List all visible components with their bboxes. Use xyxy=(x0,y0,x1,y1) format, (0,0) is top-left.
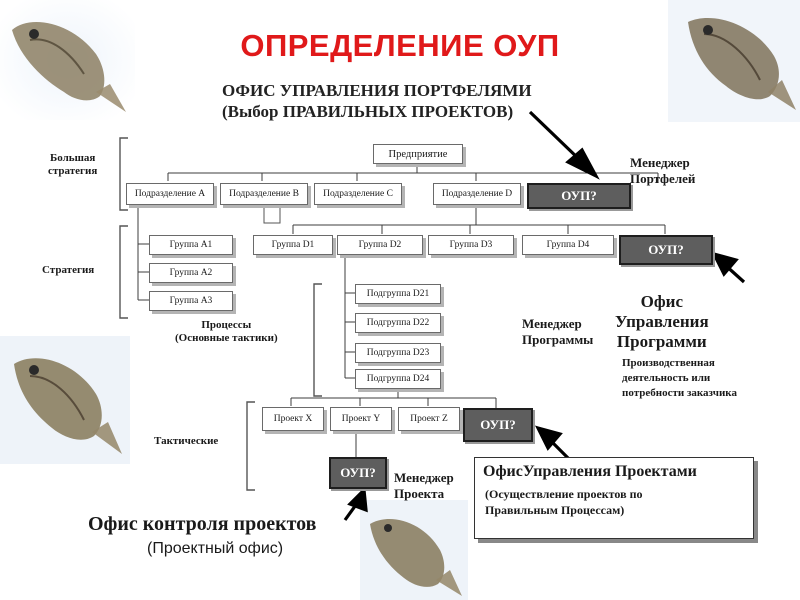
level-label-processes: Процессы (Основные тактики) xyxy=(175,319,278,344)
level-label-big-strategy: Большая стратегия xyxy=(48,152,98,177)
oup-box-program: ОУП? xyxy=(619,235,713,265)
subgroup-box-d23: Подгруппа D23 xyxy=(355,343,441,363)
oup-box-project-control: ОУП? xyxy=(329,457,387,489)
division-box-b: Подразделение B xyxy=(220,183,308,205)
level-label-strategy: Стратегия xyxy=(42,264,95,276)
project-management-office-title: ОфисУправления Проектами xyxy=(483,463,697,480)
division-box-a: Подразделение A xyxy=(126,183,214,205)
heading-line-1: ОФИС УПРАВЛЕНИЯ ПОРТФЕЛЯМИ xyxy=(222,81,532,100)
project-management-office-description: (Осуществление проектов по Правильным Пр… xyxy=(485,487,643,517)
project-box-z: Проект Z xyxy=(398,407,460,431)
group-box-a2: Группа A2 xyxy=(149,263,233,283)
enterprise-box: Предприятие xyxy=(373,144,463,164)
project-box-x: Проект X xyxy=(262,407,324,431)
subgroup-box-d22: Подгруппа D22 xyxy=(355,313,441,333)
project-manager-label: Менеджер Проекта xyxy=(394,470,454,501)
subgroup-box-d21: Подгруппа D21 xyxy=(355,284,441,304)
division-box-d: Подразделение D xyxy=(433,183,521,205)
page-title: ОПРЕДЕЛЕНИЕ ОУП xyxy=(240,28,560,63)
fish-image-middle-left xyxy=(0,336,130,464)
oup-box-project-mgmt: ОУП? xyxy=(463,408,533,442)
program-office-description: Производственная деятельность или потреб… xyxy=(622,357,737,399)
subgroup-box-d24: Подгруппа D24 xyxy=(355,369,441,389)
group-box-a3: Группа A3 xyxy=(149,291,233,311)
diagram-heading: ОФИС УПРАВЛЕНИЯ ПОРТФЕЛЯМИ (Выбор ПРАВИЛ… xyxy=(222,80,532,122)
group-box-d3: Группа D3 xyxy=(428,235,514,255)
fish-image-top-right xyxy=(668,0,800,122)
oup-box-portfolio: ОУП? xyxy=(527,183,631,209)
fish-image-bottom-center xyxy=(360,500,468,600)
project-control-office-subtitle: (Проектный офис) xyxy=(147,540,284,557)
project-box-y: Проект Y xyxy=(330,407,392,431)
project-control-office-title: Офис контроля проектов xyxy=(88,513,317,535)
portfolio-manager-label: Менеджер Портфелей xyxy=(630,155,696,186)
division-box-c: Подразделение C xyxy=(314,183,402,205)
program-office-title: Офис Управления Программи xyxy=(615,292,709,351)
heading-line-2: (Выбор ПРАВИЛЬНЫХ ПРОЕКТОВ) xyxy=(222,102,514,121)
group-box-d2: Группа D2 xyxy=(337,235,423,255)
group-box-a1: Группа A1 xyxy=(149,235,233,255)
level-label-tactical: Тактические xyxy=(154,435,219,447)
group-box-d1: Группа D1 xyxy=(253,235,333,255)
group-box-d4: Группа D4 xyxy=(522,235,614,255)
project-management-office-box: ОфисУправления Проектами (Осуществление … xyxy=(474,457,754,539)
fish-image-top-left xyxy=(0,0,135,120)
program-manager-label: Менеджер Программы xyxy=(522,316,594,347)
